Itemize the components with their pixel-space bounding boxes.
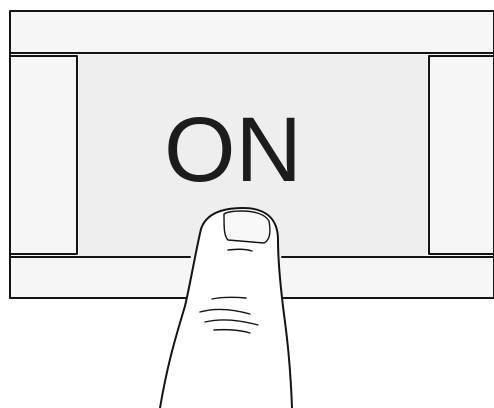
on-label: ON (164, 99, 302, 201)
